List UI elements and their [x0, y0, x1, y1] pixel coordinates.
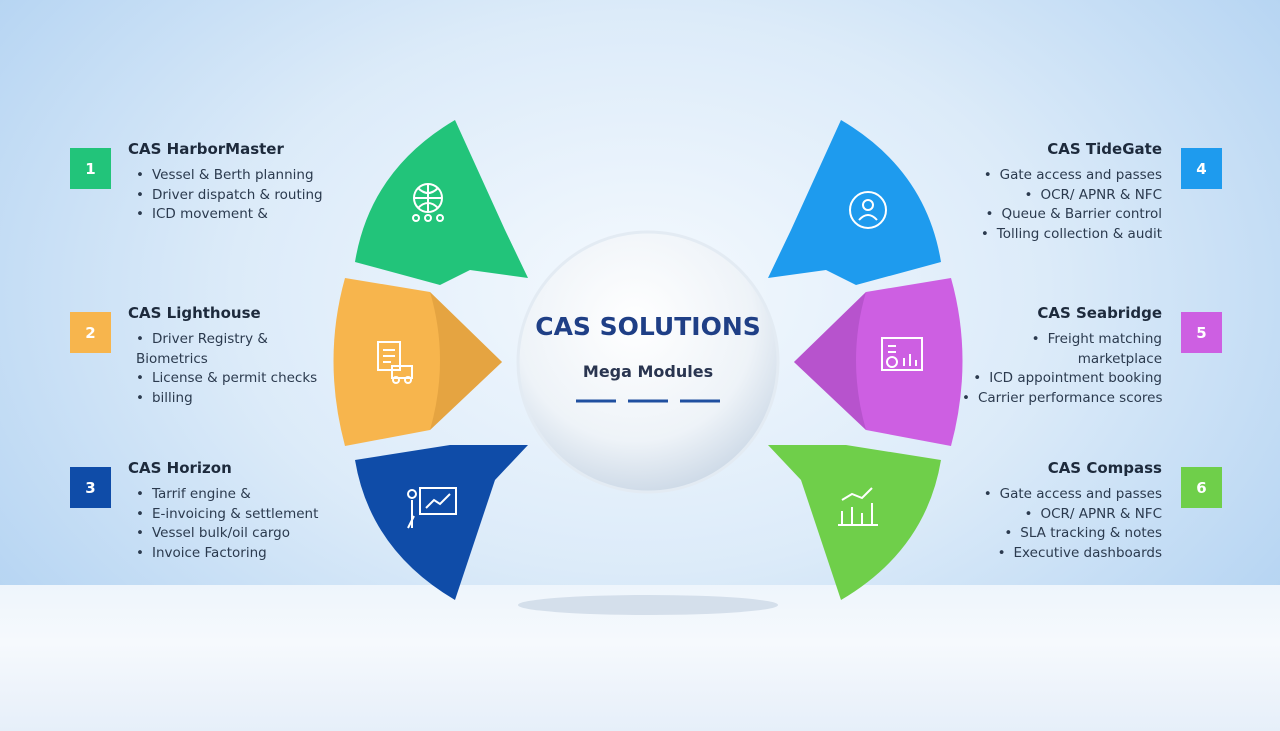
list-item: Tolling collection & audit [922, 225, 1162, 245]
list-item: Vessel & Berth planning [136, 166, 370, 186]
list-item: Executive dashboards [922, 544, 1162, 564]
module-title: CAS Seabridge [1037, 304, 1162, 322]
module-6: 6 CAS Compass Gate access and passesOCR/… [922, 459, 1222, 563]
user-sync-icon [849, 191, 887, 229]
list-item: Freight matching marketplace [962, 330, 1162, 369]
petal-6 [768, 445, 941, 600]
line-bar-chart-icon [838, 487, 878, 526]
module-title: CAS Horizon [128, 459, 232, 477]
list-item: License & permit checks [136, 369, 317, 389]
dashboard-icon [881, 337, 923, 371]
list-item: Invoice Factoring [136, 544, 370, 564]
list-item: Tarrif engine & [136, 485, 370, 505]
module-badge: 4 [1181, 148, 1222, 189]
globe-people-icon [412, 183, 444, 222]
center-title: CAS SOLUTIONS [535, 312, 761, 341]
list-item: ICD appointment booking [962, 369, 1162, 389]
list-item: Driver dispatch & routing [136, 186, 370, 206]
module-badge: 3 [70, 467, 111, 508]
list-item: E-invoicing & settlement [136, 505, 370, 525]
module-badge: 6 [1181, 467, 1222, 508]
list-item: Driver Registry & Biometrics [136, 330, 306, 369]
list-item: Gate access and passes [922, 485, 1162, 505]
id-truck-icon [377, 341, 413, 384]
petal-5 [794, 278, 963, 446]
module-title: CAS Compass [1047, 459, 1162, 477]
presentation-chart-icon [407, 487, 457, 529]
module-title: CAS HarborMaster [128, 140, 284, 158]
center-subtitle: Mega Modules [582, 362, 714, 381]
module-1: 1 CAS HarborMaster Vessel & Berth planni… [70, 140, 370, 225]
module-title: CAS TideGate [1047, 140, 1162, 158]
list-item: OCR/ APNR & NFC [922, 505, 1162, 525]
module-badge: 2 [70, 312, 111, 353]
list-item: SLA tracking & notes [922, 524, 1162, 544]
module-title: CAS Lighthouse [128, 304, 261, 322]
list-item: Queue & Barrier control [922, 205, 1162, 225]
module-5: 5 CAS Seabridge Freight matching marketp… [922, 304, 1222, 408]
module-badge: 5 [1181, 312, 1222, 353]
list-item: Carrier performance scores [962, 389, 1163, 409]
module-3: 3 CAS Horizon Tarrif engine &E-invoicing… [70, 459, 370, 563]
list-item: billing [136, 389, 306, 409]
list-item: OCR/ APNR & NFC [922, 186, 1162, 206]
module-2: 2 CAS Lighthouse Driver Registry & Biome… [70, 304, 350, 408]
petal-2 [333, 278, 502, 446]
list-item: Gate access and passes [922, 166, 1162, 186]
petal-4 [768, 120, 941, 285]
list-item: ICD movement & [136, 205, 370, 225]
module-badge: 1 [70, 148, 111, 189]
petal-3 [355, 445, 528, 600]
list-item: Vessel bulk/oil cargo [136, 524, 370, 544]
module-4: 4 CAS TideGate Gate access and passesOCR… [922, 140, 1222, 244]
center-sphere [516, 230, 780, 615]
